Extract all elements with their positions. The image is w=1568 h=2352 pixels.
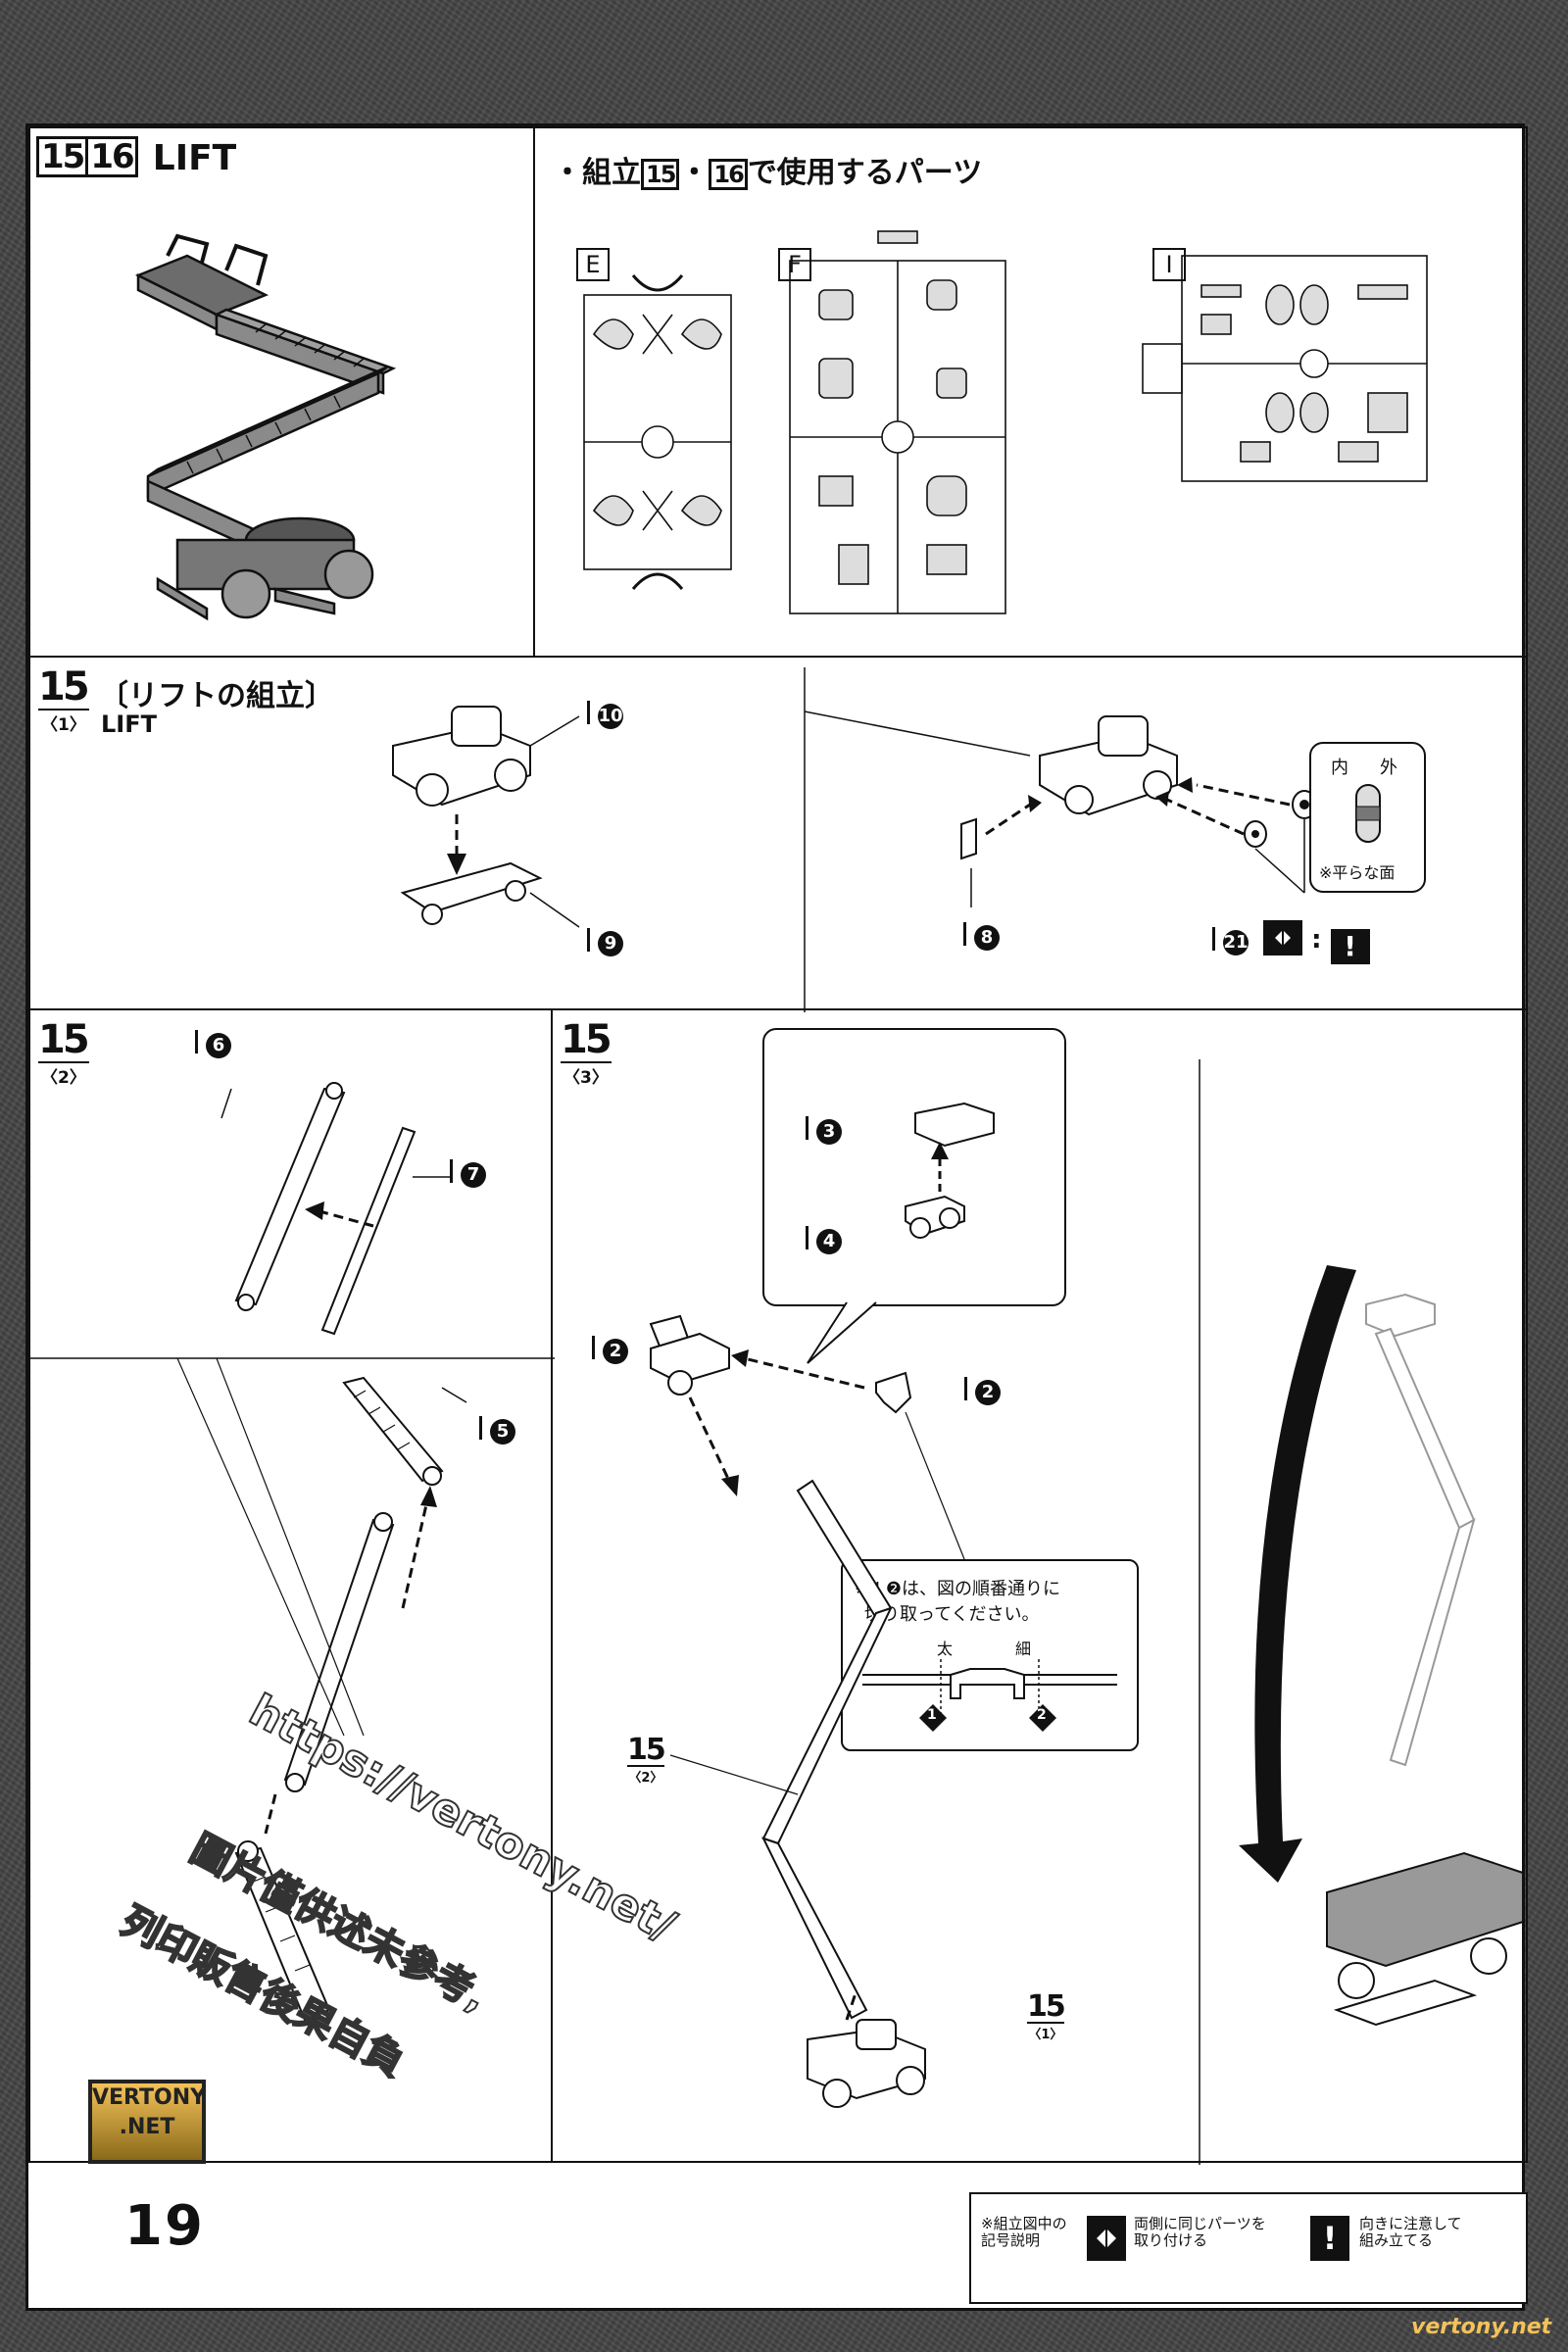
legend-same-parts-text: 両側に同じパーツを 取り付ける <box>1134 2215 1266 2249</box>
step-15-1-subtitle: LIFT <box>101 710 157 738</box>
step-15-2-panel: 15 〈2〉 6 7 5 <box>28 1008 555 2163</box>
part-label-i4: 4 <box>806 1224 842 1254</box>
part-label-i2-right: 2 <box>964 1375 1001 1405</box>
step-15-3-diagram <box>649 1059 1524 2165</box>
parts-step-16: 16 <box>709 159 748 190</box>
step-15-1-panel: 15 〔リフトの組立〕 〈1〉 LIFT 10 9 <box>28 656 1528 1012</box>
part-label-i8: 8 <box>963 920 1000 951</box>
step-15-1-number: 15 <box>38 664 90 710</box>
washer-side-icon <box>1355 784 1381 843</box>
step-15-3-number: 15 <box>561 1017 612 1062</box>
step-15-2-diagram <box>30 1082 555 2022</box>
part-label-i6: 6 <box>195 1028 231 1058</box>
step-number-b: 16 <box>85 136 138 177</box>
cut-order-note: ※ I ❷は、図の順番通りに 切り取ってください。 太 細 1 2 <box>841 1559 1139 1751</box>
legend-same-parts-icon <box>1087 2216 1126 2261</box>
step-15-1-divider-lines <box>804 667 1031 1012</box>
watermark-corner: vertony.net <box>1411 2315 1552 2339</box>
cut-order-1: 1 <box>927 1707 937 1723</box>
parts-step-15: 15 <box>641 159 680 190</box>
page-number: 19 <box>124 2194 205 2258</box>
part-label-i10: 10 <box>587 699 623 729</box>
legend-intro: ※組立図中の 記号説明 <box>981 2215 1067 2249</box>
part-label-i5: 5 <box>479 1414 515 1445</box>
symbol-legend: ※組立図中の 記号説明 両側に同じパーツを 取り付ける ! 向きに注意して 組み… <box>969 2192 1528 2304</box>
legend-caution-icon: ! <box>1310 2216 1349 2261</box>
sub-assembly-bubble <box>762 1028 1066 1306</box>
step-15-1-title: 〔リフトの組立〕 <box>99 679 334 713</box>
ref-step-15-1: 15 〈1〉 <box>1027 1989 1066 2042</box>
part-label-i2-left: 2 <box>592 1334 628 1364</box>
section-title: LIFT <box>152 138 237 178</box>
runner-f <box>789 230 1006 614</box>
runner-i-label: I <box>1152 248 1186 281</box>
lift-illustration <box>134 233 397 621</box>
step-15-1-sub: 〈1〉 <box>38 709 89 735</box>
ref-step-15-2: 15 〈2〉 <box>627 1733 666 1786</box>
step-number-a: 15 <box>36 136 89 177</box>
runner-e-label: E <box>576 248 610 281</box>
runner-i <box>1142 255 1428 482</box>
step-15-2-sub: 〈2〉 <box>38 1061 89 1088</box>
flat-side-inset: 内 外 ※平らな面 <box>1309 742 1426 893</box>
step-15-3-panel: 15 〈3〉 3 4 2 2 ※ I ❷は、図の順番通りに 切り取ってください。… <box>551 1008 1528 2165</box>
runner-e <box>583 274 732 590</box>
runner-f-label: F <box>778 248 811 281</box>
caution-orientation-icon: ! <box>1330 929 1370 964</box>
part-label-i3: 3 <box>806 1114 842 1145</box>
cut-order-diagram <box>862 1659 1117 1732</box>
cut-order-2: 2 <box>1037 1707 1047 1723</box>
part-label-i21: 21 : ! <box>1212 920 1370 964</box>
step-15-1-left-diagram <box>392 706 580 928</box>
part-label-i9: 9 <box>587 926 623 956</box>
step-15-2-number: 15 <box>38 1017 90 1062</box>
legend-caution-text: 向きに注意して 組み立てる <box>1359 2215 1462 2249</box>
step-15-3-sub: 〈3〉 <box>561 1061 612 1088</box>
part-label-i7: 7 <box>450 1157 486 1188</box>
same-both-sides-icon <box>1263 920 1303 956</box>
vertony-logo: VERTONY .NET <box>88 2080 206 2164</box>
